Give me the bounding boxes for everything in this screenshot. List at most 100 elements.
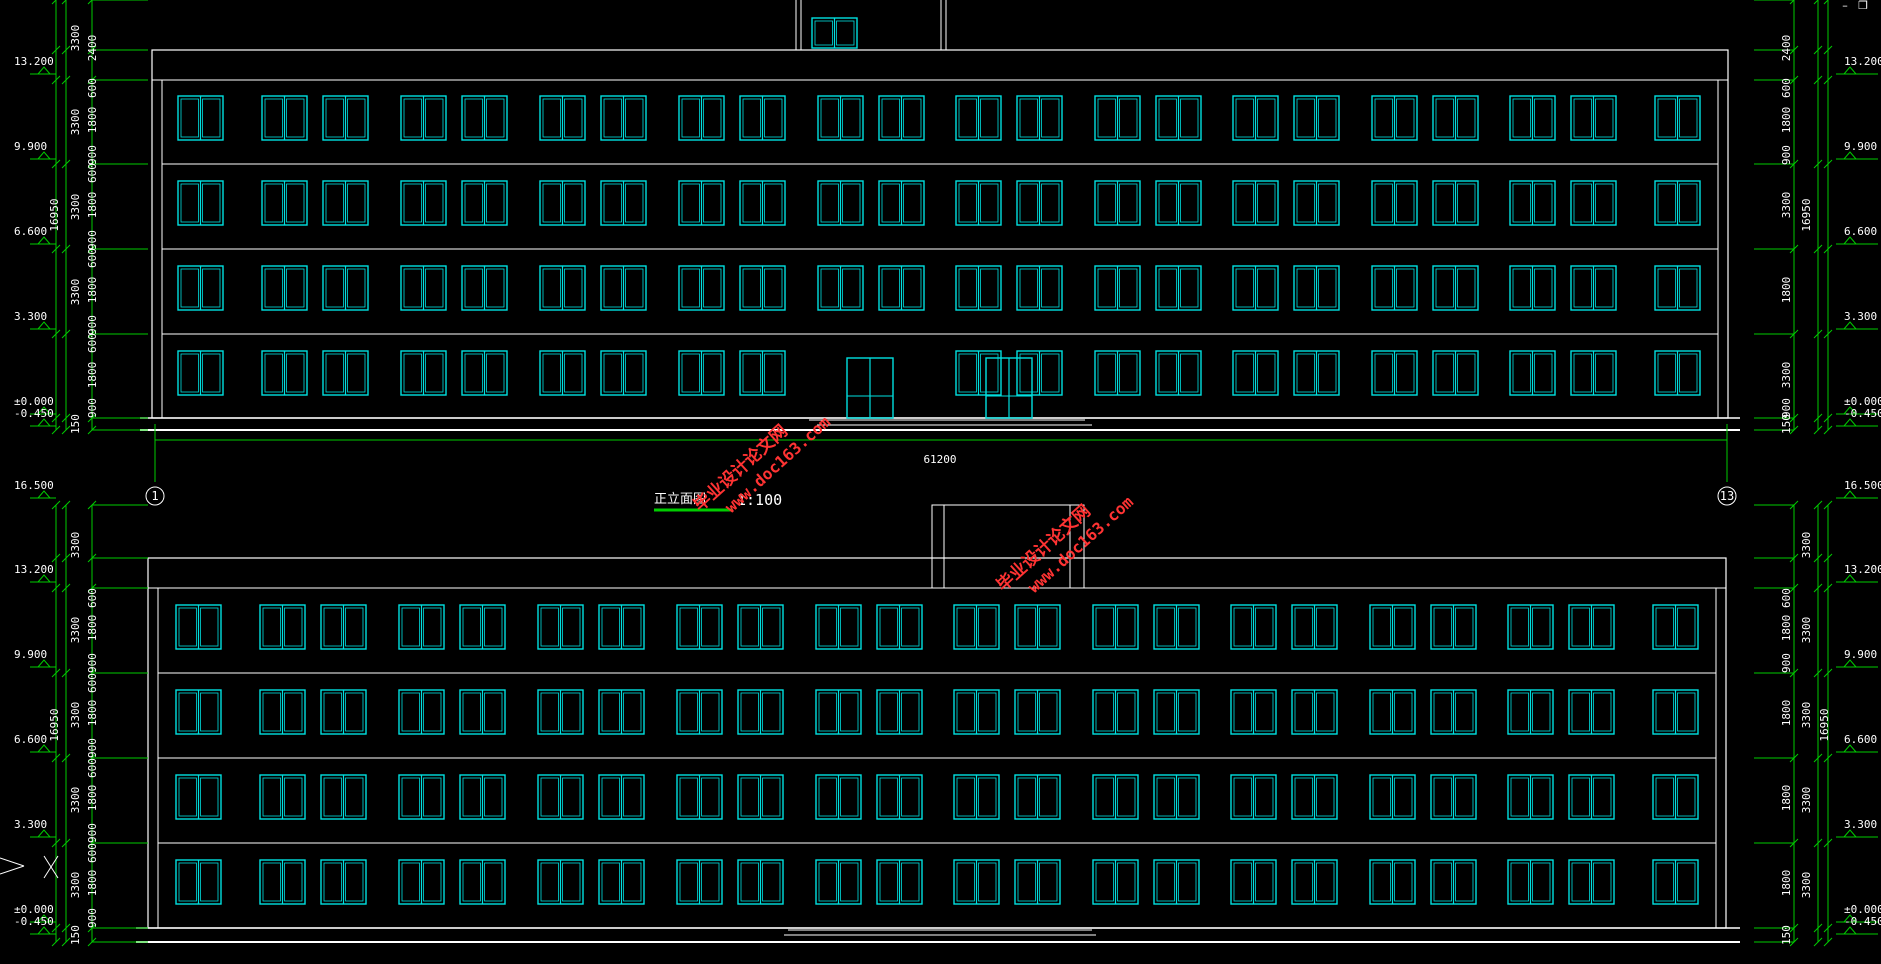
dimension-label: 3300 [1780,192,1793,219]
dimension-label: 16950 [48,708,61,741]
dimension-label: 16950 [1800,198,1813,231]
window [1509,265,1556,311]
window [1153,604,1200,650]
level-label: 9.900 [14,648,47,661]
dimension-label: 3300 [1800,787,1813,814]
window [878,180,925,226]
window [461,350,508,396]
window [1652,774,1699,820]
window [817,95,864,141]
window [461,95,508,141]
dimension-label: 3300 [1780,362,1793,389]
window [1293,95,1340,141]
dimension-label: 3300 [69,617,82,644]
dimension-label: 900 [86,653,99,673]
window [1230,604,1277,650]
entrance-door-1 [846,357,894,419]
window [322,95,369,141]
window [177,350,224,396]
window [1016,350,1063,396]
level-mark [37,914,51,923]
window [259,774,306,820]
window [739,265,786,311]
dimension-label: 1800 [86,615,99,642]
window [1016,95,1063,141]
window [1430,859,1477,905]
window [1153,689,1200,735]
dimension-label: 600 [86,588,99,608]
level-label: 6.600 [14,733,47,746]
level-label: 3.300 [14,818,47,831]
window [322,180,369,226]
window [539,180,586,226]
dimension-label: 3300 [1800,532,1813,559]
window [400,180,447,226]
level-mark [37,151,51,160]
window [398,859,445,905]
window [320,859,367,905]
level-label: 16.500 [14,479,54,492]
axis-bubble-start: 1 [145,486,165,506]
window [1432,180,1479,226]
level-mark [1843,659,1857,668]
window [1293,180,1340,226]
level-label: ±0.000 [14,903,54,916]
dimension-label: 900 [86,398,99,418]
level-mark [37,490,51,499]
level-label: -0.450 [1844,915,1881,928]
window [1430,604,1477,650]
minimize-icon[interactable]: – [1842,0,1848,12]
level-label: 13.200 [14,563,54,576]
front-right-dimension-chain: 13.2009.9006.6003.300±0.000-0.4502400600… [1754,0,1881,435]
front-window-grid [177,17,1701,419]
window [1570,180,1617,226]
window [876,604,923,650]
window [461,180,508,226]
restore-icon[interactable]: ❐ [1858,0,1868,12]
window [737,774,784,820]
level-mark [37,926,51,935]
dimension-label: 900 [1780,398,1793,418]
window [539,95,586,141]
window [1094,95,1141,141]
level-mark [37,829,51,838]
window [400,265,447,311]
window [320,604,367,650]
dimension-label: 1800 [1780,785,1793,812]
window [1568,604,1615,650]
window [1509,95,1556,141]
window [259,689,306,735]
window [1016,265,1063,311]
window [1654,180,1701,226]
window [815,604,862,650]
window [955,180,1002,226]
window [1371,180,1418,226]
level-mark [1843,406,1857,415]
dimension-label: 3300 [69,787,82,814]
window [322,265,369,311]
window [1291,604,1338,650]
window [1092,859,1139,905]
window [1507,774,1554,820]
level-mark [37,659,51,668]
dimension-label: 3300 [69,109,82,136]
dimension-label: 1800 [1780,615,1793,642]
window [177,265,224,311]
level-label: -0.450 [1844,407,1881,420]
window [459,859,506,905]
level-label: 9.900 [1844,140,1877,153]
window [676,859,723,905]
window [1230,859,1277,905]
window [1570,95,1617,141]
window [1153,859,1200,905]
window [177,180,224,226]
dimension-label: 150 [1780,414,1793,434]
window [739,180,786,226]
level-label: 6.600 [1844,733,1877,746]
window [1293,265,1340,311]
level-label: 3.300 [1844,818,1877,831]
window [955,95,1002,141]
window [259,859,306,905]
window [953,859,1000,905]
